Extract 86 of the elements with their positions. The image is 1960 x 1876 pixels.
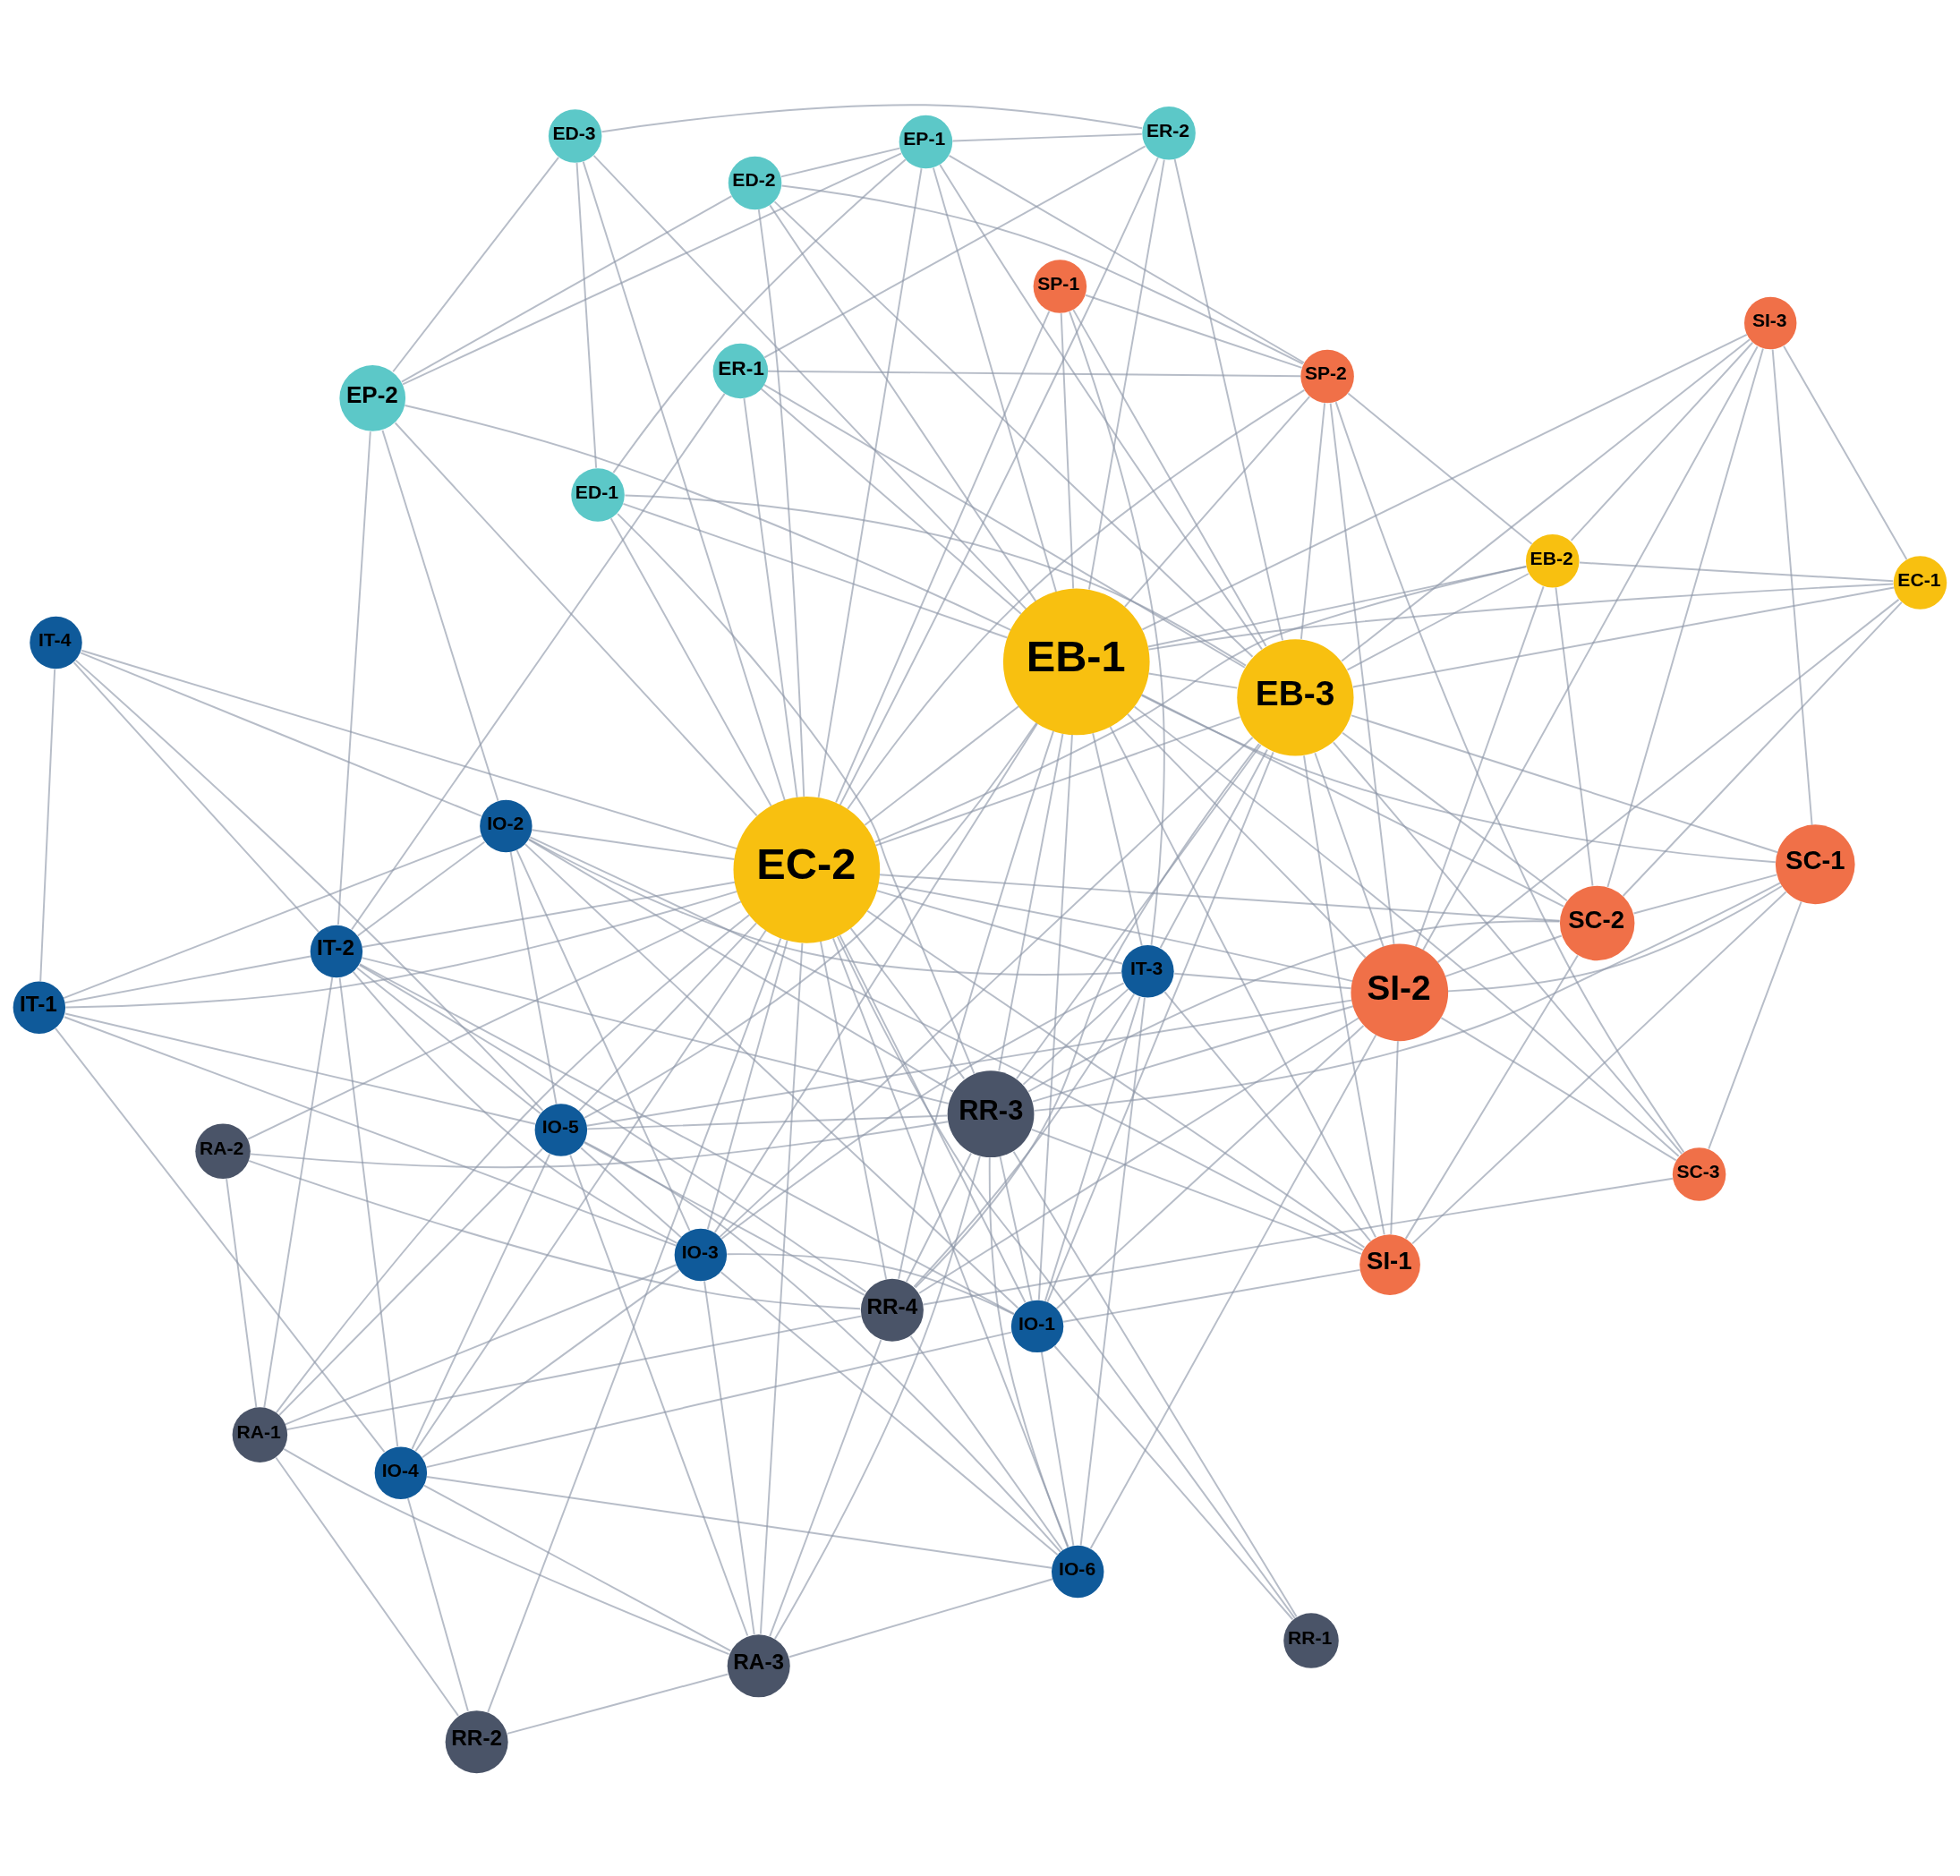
connector [487, 936, 782, 1713]
node-circle: RA-1 [232, 1406, 288, 1462]
connector [1109, 725, 1377, 1238]
node-circle: IT-2 [310, 925, 363, 977]
connector [719, 736, 1254, 1238]
connector [1411, 891, 1787, 1244]
connector [839, 934, 1027, 1303]
connector [948, 154, 1305, 363]
connector [1015, 743, 1262, 1079]
node-circle: SI-1 [1359, 1233, 1420, 1295]
node-circle: SI-3 [1743, 296, 1797, 349]
connector [898, 729, 1054, 1280]
node-circle: ER-2 [1142, 106, 1196, 159]
connector [1141, 333, 1748, 630]
node-circle: EC-2 [733, 796, 881, 943]
node-circle: SC-1 [1775, 823, 1855, 904]
connector [918, 1017, 1359, 1294]
connector [414, 929, 767, 1452]
node-circle: ED-2 [728, 156, 782, 209]
node-circle: RR-4 [860, 1278, 924, 1342]
connector [584, 721, 1038, 1119]
connector [1126, 712, 1367, 959]
connector [1341, 337, 1751, 661]
connector [64, 1015, 677, 1247]
node-circle: RR-2 [445, 1710, 508, 1773]
node-circle: RR-3 [947, 1070, 1035, 1157]
connector [1422, 345, 1759, 951]
connector [352, 970, 678, 1244]
node-circle: RA-2 [195, 1123, 251, 1179]
connector [569, 1154, 749, 1636]
connector [914, 742, 1260, 1289]
node-circle: IT-4 [30, 616, 82, 669]
node-circle: SI-2 [1351, 942, 1449, 1041]
node-circle: SC-3 [1672, 1147, 1726, 1201]
node-circle: EB-3 [1237, 638, 1354, 755]
connector [847, 388, 1306, 810]
connector [584, 1140, 1061, 1553]
node-circle: RA-3 [727, 1633, 790, 1697]
node-circle: SC-2 [1559, 885, 1635, 960]
node-circle: EB-2 [1525, 533, 1580, 588]
node-circle: SP-1 [1033, 259, 1087, 313]
node-circle: IO-6 [1052, 1545, 1104, 1598]
node-circle: IO-2 [480, 799, 533, 852]
connector [923, 1177, 1674, 1305]
connector [54, 1027, 386, 1453]
connector [720, 981, 1125, 1240]
node-circle: SP-2 [1300, 349, 1354, 403]
connector [1334, 400, 1685, 1153]
connector [939, 163, 1263, 650]
connector [720, 1270, 1059, 1556]
node-circle: IO-4 [374, 1446, 428, 1499]
connector [275, 913, 751, 1413]
node-circle: EP-1 [899, 115, 953, 168]
node-circle: IT-3 [1121, 944, 1174, 997]
connector [1332, 740, 1683, 1155]
node-circle: ED-1 [571, 467, 625, 522]
connector [582, 160, 786, 801]
node-circle: IT-1 [13, 980, 66, 1034]
node-circle: IO-1 [1010, 1300, 1064, 1352]
connector [780, 184, 1304, 365]
connector [839, 156, 1159, 806]
connector [866, 909, 1366, 1249]
node-circle: IO-3 [674, 1228, 728, 1281]
connector [524, 842, 1019, 1309]
node-circle: RR-1 [1283, 1612, 1339, 1668]
connector [516, 848, 691, 1232]
connector [394, 422, 758, 816]
node-circle: ED-3 [548, 108, 602, 163]
node-circle: ER-1 [712, 343, 769, 398]
connector [773, 1155, 981, 1640]
node-circle: IO-5 [534, 1103, 588, 1156]
connector [1133, 705, 1680, 1157]
connector [247, 900, 742, 1140]
connector [583, 1141, 865, 1296]
connector [831, 936, 1069, 1548]
connector [713, 721, 1038, 1233]
node-circle: EC-1 [1893, 555, 1947, 610]
connector [351, 392, 726, 930]
connector [913, 993, 1136, 1288]
connector [404, 404, 1012, 631]
connector [63, 834, 482, 999]
connector [773, 200, 1254, 658]
connector [617, 512, 976, 1075]
node-circle: EB-1 [1002, 588, 1150, 735]
connector [248, 1159, 861, 1309]
node-circle: EP-2 [339, 364, 406, 431]
